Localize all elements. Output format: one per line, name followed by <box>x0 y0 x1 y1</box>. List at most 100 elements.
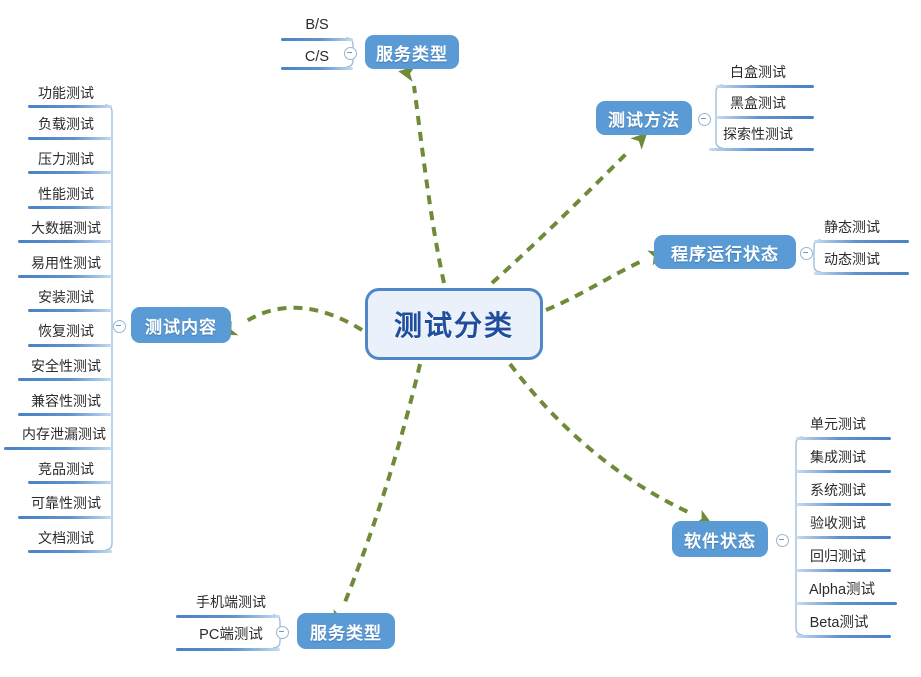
leaf-label: 文档测试 <box>38 530 94 546</box>
leaf-node-test-content-1[interactable]: 负载测试 <box>20 111 112 135</box>
leaf-node-test-content-0[interactable]: 功能测试 <box>20 80 112 104</box>
leaf-node-test-content-10[interactable]: 内存泄漏测试 <box>9 421 119 445</box>
leaf-node-program-run-state-1[interactable]: 动态测试 <box>810 246 894 270</box>
branch-node-label: 测试方法 <box>608 110 680 130</box>
root-node-测试分类[interactable]: 测试分类 <box>365 288 543 360</box>
leaf-node-test-content-11[interactable]: 竞品测试 <box>20 456 112 480</box>
branch-node-label: 程序运行状态 <box>671 244 779 264</box>
leaf-node-service-type-bottom-1[interactable]: PC端测试 <box>182 621 280 645</box>
leaf-node-software-state-5[interactable]: Alpha测试 <box>796 576 888 600</box>
leaf-node-test-content-13[interactable]: 文档测试 <box>20 525 112 549</box>
collapse-toggle-service-type-bottom[interactable] <box>276 626 289 639</box>
leaf-node-test-content-12[interactable]: 可靠性测试 <box>16 490 116 514</box>
collapse-toggle-test-method[interactable] <box>698 113 711 126</box>
branch-node-software-state[interactable]: 软件状态 <box>672 521 768 557</box>
leaf-label: 单元测试 <box>810 416 866 432</box>
leaf-underline-test-content-13 <box>28 550 112 553</box>
leaf-label: PC端测试 <box>199 627 263 643</box>
leaf-label: 静态测试 <box>824 219 880 235</box>
collapse-toggle-software-state[interactable] <box>776 534 789 547</box>
leaf-node-program-run-state-0[interactable]: 静态测试 <box>810 214 894 238</box>
leaf-label: 内存泄漏测试 <box>22 426 106 442</box>
collapse-toggle-test-content[interactable] <box>113 320 126 333</box>
leaf-label: 白盒测试 <box>730 64 786 80</box>
leaf-underline-service-type-bottom-1 <box>176 648 280 651</box>
leaf-label: 手机端测试 <box>196 594 266 610</box>
branch-node-service-type-bottom[interactable]: 服务类型 <box>297 613 395 649</box>
leaf-underline-software-state-3 <box>796 536 891 539</box>
leaf-underline-test-content-10 <box>4 447 112 450</box>
conn-software-state <box>508 362 689 514</box>
leaf-label: 竞品测试 <box>38 461 94 477</box>
leaf-node-test-method-2[interactable]: 探索性测试 <box>709 121 807 145</box>
leaf-node-test-method-0[interactable]: 白盒测试 <box>716 59 800 83</box>
leaf-node-test-content-8[interactable]: 安全性测试 <box>16 353 116 377</box>
branch-node-test-content[interactable]: 测试内容 <box>131 307 231 343</box>
leaf-label: Beta测试 <box>809 615 869 631</box>
leaf-node-test-content-5[interactable]: 易用性测试 <box>16 250 116 274</box>
leaf-node-software-state-3[interactable]: 验收测试 <box>796 510 880 534</box>
leaf-label: 性能测试 <box>38 186 94 202</box>
leaf-node-service-type-bottom-0[interactable]: 手机端测试 <box>182 589 280 613</box>
leaf-underline-program-run-state-0 <box>814 240 909 243</box>
conn-service-top <box>412 85 446 284</box>
leaf-underline-software-state-6 <box>796 635 891 638</box>
branch-node-label: 服务类型 <box>310 623 382 643</box>
leaf-node-software-state-2[interactable]: 系统测试 <box>796 477 880 501</box>
branch-node-label: 软件状态 <box>684 531 756 551</box>
leaf-underline-test-method-2 <box>709 148 814 151</box>
leaf-underline-test-content-5 <box>18 275 112 278</box>
collapse-toggle-service-type-top[interactable] <box>344 47 357 60</box>
branch-node-service-type-top[interactable]: 服务类型 <box>365 35 459 69</box>
leaf-underline-software-state-4 <box>796 569 891 572</box>
branch-node-label: 测试内容 <box>145 317 217 337</box>
leaf-underline-test-content-3 <box>28 206 112 209</box>
leaf-underline-test-content-4 <box>18 240 112 243</box>
leaf-node-service-type-top-0[interactable]: B/S <box>281 8 353 34</box>
leaf-underline-program-run-state-1 <box>814 272 909 275</box>
leaf-label: Alpha测试 <box>808 582 876 598</box>
branch-node-test-method[interactable]: 测试方法 <box>596 101 692 135</box>
leaf-underline-service-type-top-0 <box>281 38 353 41</box>
leaf-label: 大数据测试 <box>31 220 101 236</box>
leaf-underline-test-method-0 <box>716 85 814 88</box>
leaf-underline-test-content-6 <box>28 309 112 312</box>
leaf-underline-test-content-1 <box>28 137 112 140</box>
leaf-node-test-content-7[interactable]: 恢复测试 <box>20 318 112 342</box>
leaf-label: 回归测试 <box>810 548 866 564</box>
leaf-label: 压力测试 <box>38 151 94 167</box>
collapse-toggle-program-run-state[interactable] <box>800 247 813 260</box>
leaf-node-software-state-4[interactable]: 回归测试 <box>796 543 880 567</box>
leaf-label: 负载测试 <box>38 116 94 132</box>
leaf-label: 功能测试 <box>38 85 94 101</box>
leaf-node-software-state-0[interactable]: 单元测试 <box>796 411 880 435</box>
leaf-underline-service-type-top-1 <box>281 67 353 70</box>
leaf-label: 系统测试 <box>810 482 866 498</box>
leaf-node-test-content-3[interactable]: 性能测试 <box>20 181 112 205</box>
leaf-label: 集成测试 <box>810 449 866 465</box>
leaf-node-test-method-1[interactable]: 黑盒测试 <box>716 90 800 114</box>
leaf-underline-software-state-1 <box>796 470 891 473</box>
leaf-label: 兼容性测试 <box>31 393 101 409</box>
leaf-label: 易用性测试 <box>31 255 101 271</box>
leaf-underline-service-type-bottom-0 <box>176 615 280 618</box>
leaf-label: B/S <box>305 17 329 33</box>
leaf-underline-test-content-7 <box>28 344 112 347</box>
leaf-node-service-type-top-1[interactable]: C/S <box>281 40 353 66</box>
leaf-underline-test-content-12 <box>18 516 112 519</box>
leaf-underline-software-state-0 <box>796 437 891 440</box>
leaf-node-test-content-9[interactable]: 兼容性测试 <box>16 388 116 412</box>
leaf-node-software-state-6[interactable]: Beta测试 <box>796 609 882 633</box>
leaf-label: 安全性测试 <box>31 358 101 374</box>
leaf-label: 黑盒测试 <box>730 95 786 111</box>
leaf-node-test-content-6[interactable]: 安装测试 <box>20 284 112 308</box>
leaf-label: 验收测试 <box>810 515 866 531</box>
branch-node-program-run-state[interactable]: 程序运行状态 <box>654 235 796 269</box>
leaf-node-software-state-1[interactable]: 集成测试 <box>796 444 880 468</box>
leaf-underline-test-content-8 <box>18 378 112 381</box>
leaf-label: 安装测试 <box>38 289 94 305</box>
leaf-node-test-content-2[interactable]: 压力测试 <box>20 146 112 170</box>
root-node-label: 测试分类 <box>393 310 514 341</box>
leaf-node-test-content-4[interactable]: 大数据测试 <box>16 215 116 239</box>
